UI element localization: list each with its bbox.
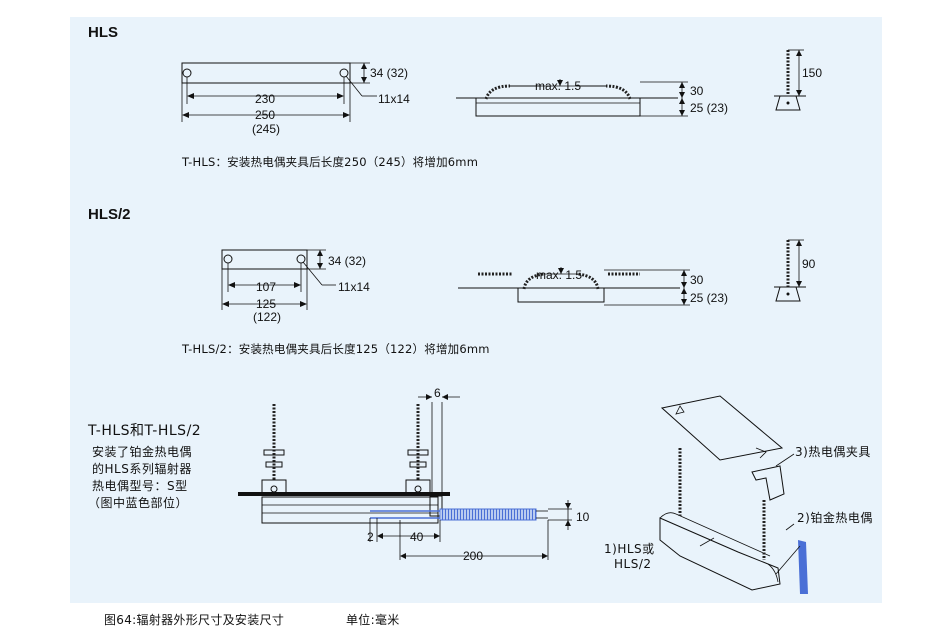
thls-dim-clamp-offset: 6 <box>434 386 441 400</box>
hls-dim-max-bend: max. 1.5 <box>535 79 582 93</box>
hls-dim-outer: 250 <box>255 108 276 122</box>
hls2-top-view <box>221 249 336 310</box>
label-thermocouple: 2)铂金热电偶 <box>797 511 873 525</box>
hls2-dim-rod: 90 <box>802 257 816 271</box>
hls-dim-rod: 150 <box>802 66 823 80</box>
hls2-side-view <box>458 267 690 306</box>
label-clamp: 3)热电偶夹具 <box>795 445 871 459</box>
thls-dim-probe-len: 200 <box>463 549 484 563</box>
hls-side-view <box>456 79 688 117</box>
hls2-title: HLS/2 <box>88 206 131 223</box>
hls-top-view <box>181 62 377 122</box>
thls-desc-1: 安装了铂金热电偶 <box>92 445 193 459</box>
thls-desc-2: 的HLS系列辐射器 <box>92 462 192 476</box>
figure-caption: 图64:辐射器外形尺寸及安装尺寸 <box>104 613 285 627</box>
hls2-dim-outer-alt: (122) <box>253 310 282 324</box>
label-heater-line2: HLS/2 <box>614 557 652 571</box>
hls2-end-view <box>774 239 806 302</box>
hls2-dim-height: 34 (32) <box>328 254 367 268</box>
hls-end-view <box>774 49 806 111</box>
thls-dim-left-gap: 2 <box>367 530 374 544</box>
hls-dim-outer-alt: (245) <box>252 122 281 136</box>
hls-dim-inner: 230 <box>255 92 276 106</box>
hls-note: T-HLS：安装热电偶夹具后长度250（245）将增加6mm <box>182 155 479 169</box>
thls-desc-4: （图中蓝色部位） <box>88 496 189 510</box>
hls2-dim-side-height: 30 <box>690 273 704 287</box>
hls2-dim-outer: 125 <box>256 297 277 311</box>
thls-assembly <box>238 394 572 560</box>
thls-dim-probe-offset: 40 <box>410 530 424 544</box>
hls2-note: T-HLS/2：安装热电偶夹具后长度125（122）将增加6mm <box>182 342 490 356</box>
hls-dim-side-height: 30 <box>690 84 704 98</box>
thls-desc-3: 热电偶型号：S型 <box>92 479 188 493</box>
isometric-view <box>659 395 808 594</box>
thls-title: T-HLS和T-HLS/2 <box>88 423 202 439</box>
hls-dim-side-bottom: 25 (23) <box>690 101 729 115</box>
label-heater-line1: 1)HLS或 <box>604 542 655 556</box>
unit-caption: 单位:毫米 <box>346 613 400 627</box>
hls-dim-height: 34 (32) <box>370 66 409 80</box>
hls2-dim-max-bend: max. 1.5 <box>536 268 583 282</box>
hls2-dim-side-bottom: 25 (23) <box>690 291 729 305</box>
hls2-dim-inner: 107 <box>256 280 277 294</box>
hls-dim-hole: 11x14 <box>378 92 410 106</box>
thls-dim-probe-dia: 10 <box>576 510 590 524</box>
hls2-dim-hole: 11x14 <box>338 280 370 294</box>
hls-title: HLS <box>88 24 118 41</box>
